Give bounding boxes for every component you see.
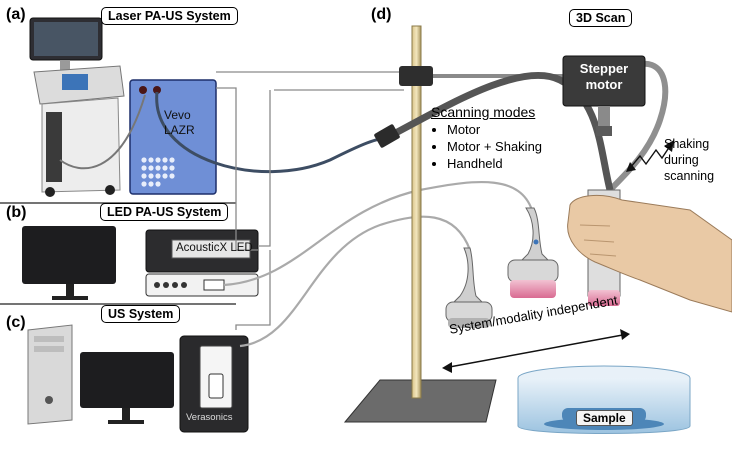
stand — [343, 25, 497, 423]
panel-b-title: LED PA-US System — [100, 203, 229, 221]
panel-c-title: US System — [101, 305, 181, 323]
vevo-ultrasound-cart — [29, 17, 125, 197]
led-monitor — [22, 226, 116, 300]
panel-a-letter: (a) — [6, 6, 26, 23]
panel-d-letter: (d) — [371, 6, 392, 23]
fiber-bundle — [386, 72, 614, 191]
verasonics-label: Verasonics — [186, 412, 233, 423]
acousticx-led-screen — [171, 239, 251, 259]
panel-d-title: 3D Scan — [569, 9, 633, 27]
panel-c-letter: (c) — [6, 314, 26, 331]
stepper-motor-line-2: motor — [585, 77, 623, 92]
linear-probe-right — [507, 207, 559, 298]
shaking-line-2: during — [664, 153, 699, 167]
shaking-line-3: scanning — [664, 169, 715, 183]
scanning-modes-title: Scanning modes — [431, 104, 536, 120]
fiber-connector — [374, 124, 400, 148]
shaking-label: Shaking during scanning — [664, 136, 714, 184]
lazr-fiber-cable — [155, 91, 389, 173]
scanning-modes-list: Scanning modes Motor Motor + Shaking Han… — [431, 104, 542, 172]
stepper-motor-label: Stepper motor — [571, 61, 637, 93]
linear-probe-left — [445, 247, 493, 328]
stepper-motor-line-1: Stepper — [579, 61, 629, 76]
verasonics-unit — [179, 335, 249, 433]
pc-tower — [27, 324, 73, 425]
stepper-motor — [562, 55, 646, 136]
independence-arrow-icon — [442, 329, 630, 373]
panel-a-title: Laser PA-US System — [101, 7, 238, 25]
panel-b-letter: (b) — [6, 204, 27, 221]
mode-item: Motor + Shaking — [447, 138, 542, 155]
mode-item: Motor — [447, 121, 542, 138]
vevo-lazr-line-2: LAZR — [164, 123, 195, 137]
acousticx-led-label: AcousticX LED — [176, 242, 253, 254]
vevo-lazr-line-1: Vevo — [164, 108, 191, 122]
led-probe-cable — [223, 180, 534, 287]
shaking-line-1: Shaking — [664, 137, 710, 151]
signal-wires — [216, 71, 404, 330]
sample-label: Sample — [576, 410, 633, 426]
vevo-lazr-label: Vevo LAZR — [164, 108, 195, 138]
hand-holding-probe — [567, 189, 732, 313]
verasonics-probe-cable — [239, 215, 472, 348]
pc-monitor — [80, 352, 174, 424]
scanning-modes-items: Motor Motor + Shaking Handheld — [431, 121, 542, 172]
mode-item: Handheld — [447, 155, 542, 172]
cart-to-lazr-cable — [59, 94, 146, 170]
shaking-arrow-icon — [629, 145, 671, 169]
